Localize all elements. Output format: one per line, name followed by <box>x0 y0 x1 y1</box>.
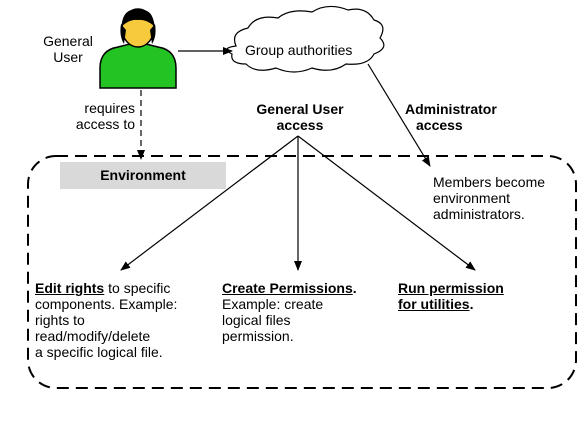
edit-rights-block: Edit rights to specific components. Exam… <box>35 280 177 360</box>
general-access-label: General User access <box>240 101 360 133</box>
requires-access-label: requires access to <box>63 100 135 132</box>
create-permissions-block: Create Permissions. Example: create logi… <box>222 280 357 344</box>
general-access-line1: General User <box>256 101 344 117</box>
environment-label: Environment <box>60 162 226 189</box>
create-permissions-line4: permission. <box>222 328 294 344</box>
admin-access-arrow <box>367 63 431 167</box>
group-authorities-label: Group authorities <box>245 42 353 58</box>
members-line1: Members become <box>433 174 546 190</box>
edit-rights-title: Edit rights <box>35 280 105 296</box>
edit-rights-line2: components. Example: <box>35 296 178 312</box>
run-permission-block: Run permission for utilities. <box>398 280 504 312</box>
actor-label: General User <box>38 33 98 65</box>
create-permissions-line2: Example: create <box>222 296 324 312</box>
run-permission-suffix: . <box>469 296 474 312</box>
edit-rights-line4: read/modify/delete <box>35 328 151 344</box>
group-authorities-cloud <box>226 5 385 73</box>
user-icon <box>99 8 177 89</box>
requires-access-line1: requires <box>84 100 135 116</box>
members-line3: administrators. <box>433 206 525 222</box>
actor-label-line2: User <box>53 49 83 65</box>
create-permissions-suffix: . <box>352 280 357 296</box>
admin-access-line1: Administrator <box>405 101 497 117</box>
edit-rights-line1: to specific <box>104 280 171 296</box>
environment-boundary <box>27 155 577 389</box>
admin-access-label: Administrator access <box>405 101 497 133</box>
general-access-line2: access <box>276 117 324 133</box>
members-line2: environment <box>433 190 511 206</box>
run-permission-title-line2: for utilities <box>398 296 470 312</box>
actor-label-line1: General <box>43 33 93 49</box>
edit-rights-line3: rights to <box>35 312 85 328</box>
create-permissions-title: Create Permissions <box>222 280 353 296</box>
requires-access-line2: access to <box>75 116 135 132</box>
edit-rights-line5: a specific logical file. <box>35 344 163 360</box>
admin-access-line2: access <box>416 117 463 133</box>
create-permissions-line3: logical files <box>222 312 291 328</box>
run-permission-title-line1: Run permission <box>398 280 504 296</box>
general-access-arrows <box>120 135 476 271</box>
members-note: Members become environment administrator… <box>433 174 545 222</box>
